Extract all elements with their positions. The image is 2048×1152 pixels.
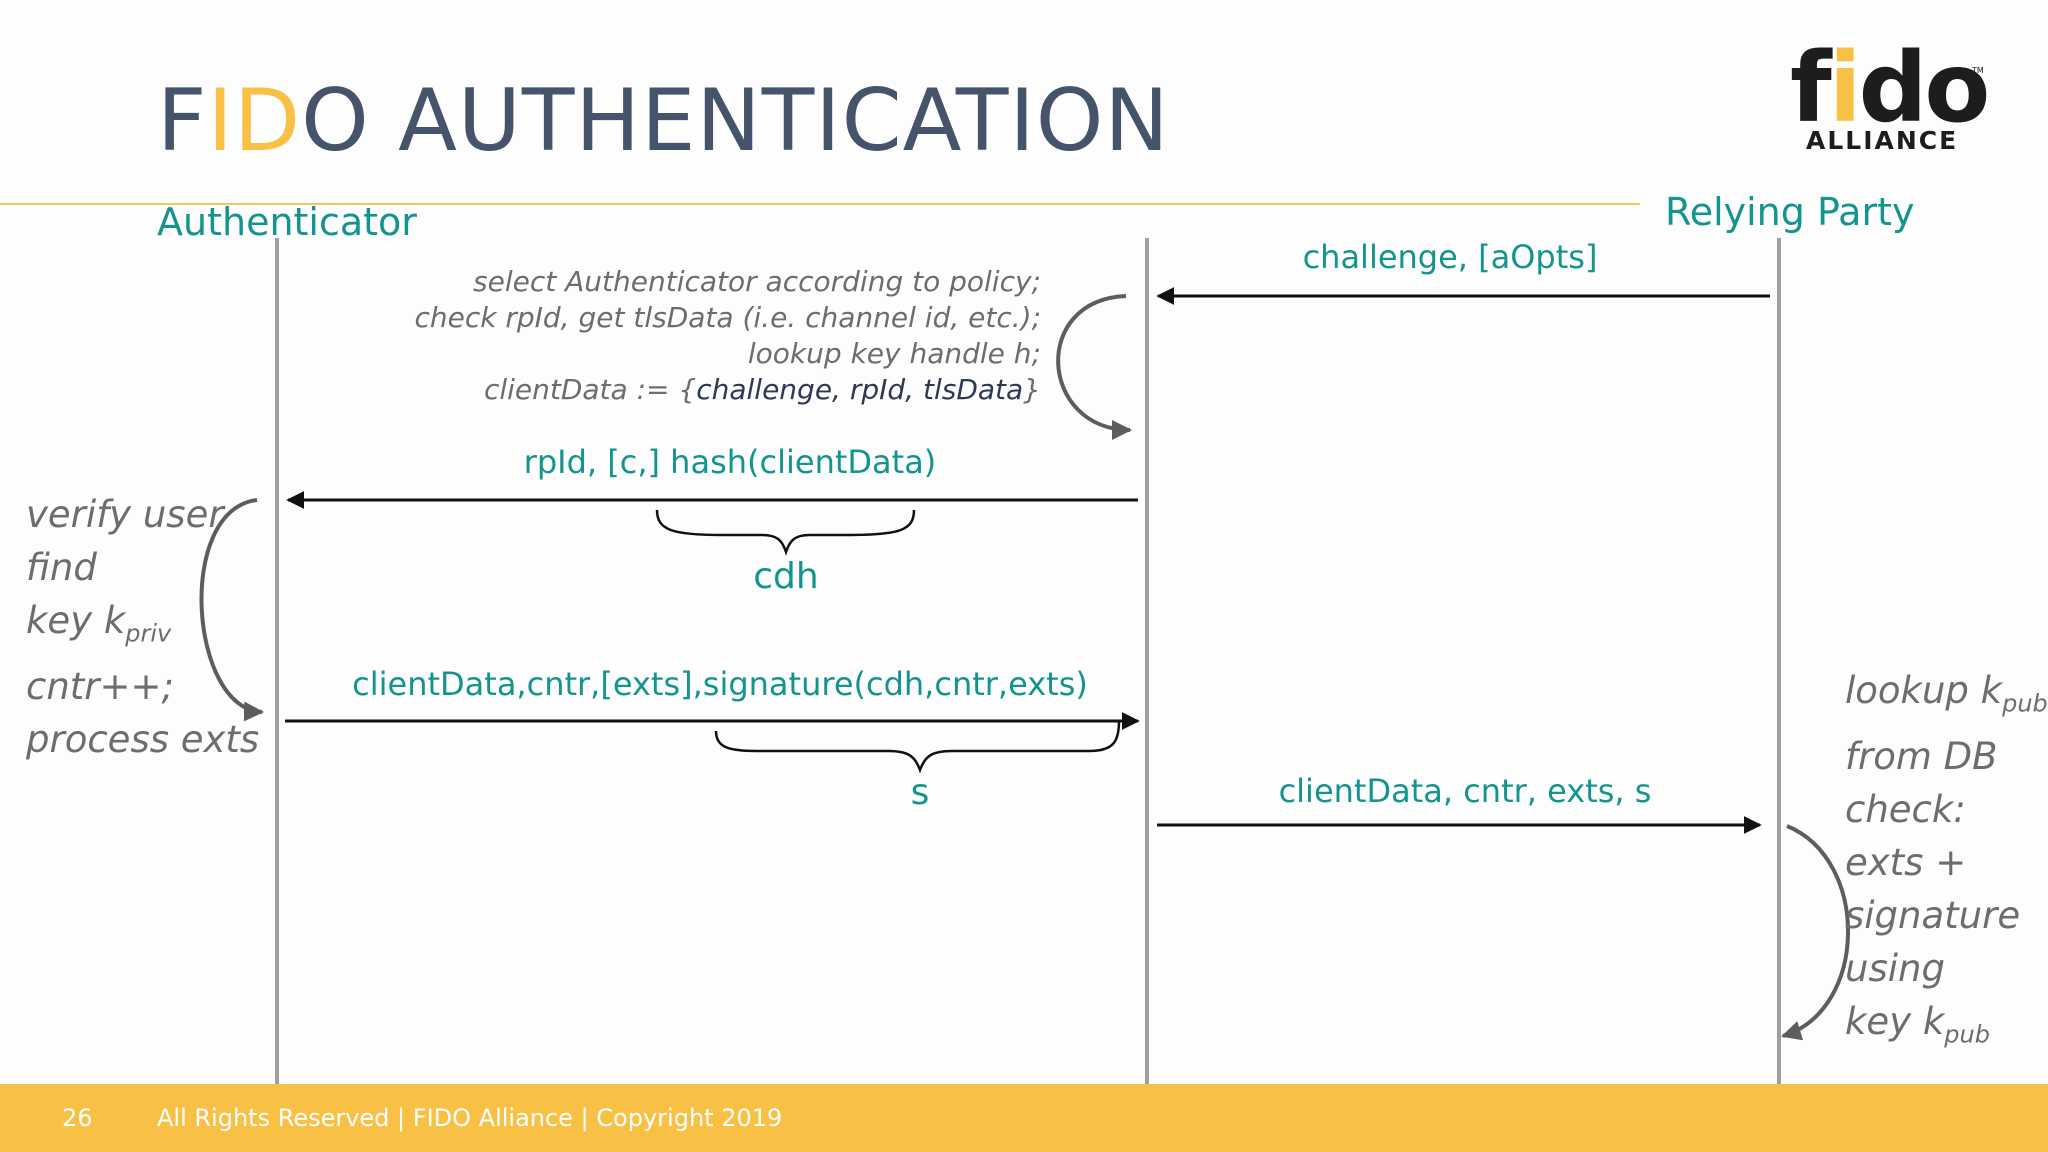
fido-alliance-logo: fido TM ALLIANCE xyxy=(1790,40,1990,160)
rp-note-line-7-sub: pub xyxy=(1944,1020,1990,1049)
logo-alliance: ALLIANCE xyxy=(1806,126,1959,155)
client-processing-note: select Authenticator according to policy… xyxy=(414,264,1041,408)
brace-label-s: s xyxy=(910,772,930,813)
auth-note-line-3-text: key k xyxy=(26,599,126,642)
msg-client-signature: clientData,cntr,[exts],signature(cdh,cnt… xyxy=(352,665,1088,703)
rp-note-line-1: lookup kpub xyxy=(1845,664,2048,730)
client-note-line-4-prefix: clientData := { xyxy=(483,373,697,406)
loop-client xyxy=(1056,294,1132,440)
footer-bar: 26 All Rights Reserved | FIDO Alliance |… xyxy=(0,1084,2048,1152)
client-note-line-4-suffix: } xyxy=(1023,373,1041,406)
auth-note-line-3-sub: priv xyxy=(125,619,172,648)
logo-do: do xyxy=(1858,32,1991,144)
brace-s xyxy=(714,720,1121,774)
relying-party-lifeline xyxy=(1777,238,1781,1086)
rp-note-line-1-text: lookup k xyxy=(1845,669,2003,712)
relying-party-label: Relying Party xyxy=(1665,190,1915,234)
loop-relying-party xyxy=(1781,824,1850,1041)
brace-label-cdh: cdh xyxy=(753,556,819,597)
msg-challenge: challenge, [aOpts] xyxy=(1302,238,1598,276)
auth-note-line-4: cntr++; xyxy=(26,665,174,709)
msg-rpid-hash: rpId, [c,] hash(clientData) xyxy=(523,443,937,481)
client-note-line-4-emphasis: challenge, rpId, tlsData xyxy=(696,373,1024,406)
authenticator-lifeline xyxy=(275,238,279,1086)
logo-f: f xyxy=(1790,32,1832,144)
client-note-line-4: clientData := {challenge, rpId, tlsData} xyxy=(414,372,1041,408)
loop-authenticator xyxy=(199,498,264,722)
title-highlight: ID xyxy=(207,71,302,171)
title-suffix: O AUTHENTICATION xyxy=(301,71,1170,171)
rp-note-line-4: exts + xyxy=(1845,841,1967,885)
header-rule xyxy=(0,203,1640,205)
authenticator-processing-note: verify user find key kpriv cntr++; proce… xyxy=(26,488,259,766)
rp-note-line-7: key kpub xyxy=(1845,995,2048,1061)
relying-party-processing-note: lookup kpub from DB check: exts + signat… xyxy=(1845,664,2048,1062)
rp-note-line-5: signature xyxy=(1845,894,2021,938)
logo-wordmark: fido xyxy=(1790,40,1990,136)
authenticator-label: Authenticator xyxy=(157,200,417,244)
client-note-line-1: select Authenticator according to policy… xyxy=(473,265,1041,298)
brace-cdh xyxy=(655,509,916,556)
title-prefix: F xyxy=(157,71,208,171)
rp-note-line-1-sub: pub xyxy=(2002,689,2048,718)
rp-note-line-2: from DB xyxy=(1845,735,1998,779)
rp-note-line-3: check: xyxy=(1845,788,1966,832)
rp-note-line-6: using xyxy=(1845,947,1945,991)
client-note-line-3: lookup key handle h; xyxy=(747,337,1041,370)
slide-title: FIDO AUTHENTICATION xyxy=(157,78,1170,164)
auth-note-line-5: process exts xyxy=(26,718,260,762)
auth-note-line-3: key kpriv xyxy=(26,594,259,660)
logo-i: i xyxy=(1828,32,1862,144)
logo-trademark: TM xyxy=(1972,66,1984,75)
rp-note-line-7-text: key k xyxy=(1845,1000,1945,1044)
footer-copyright: All Rights Reserved | FIDO Alliance | Co… xyxy=(157,1104,783,1132)
auth-note-line-1: verify user xyxy=(26,493,224,536)
msg-to-relying-party: clientData, cntr, exts, s xyxy=(1278,772,1652,810)
client-lifeline xyxy=(1145,238,1149,1086)
client-note-line-2: check rpId, get tlsData (i.e. channel id… xyxy=(414,301,1041,334)
auth-note-line-2: find xyxy=(26,546,97,589)
page-number: 26 xyxy=(62,1104,93,1132)
